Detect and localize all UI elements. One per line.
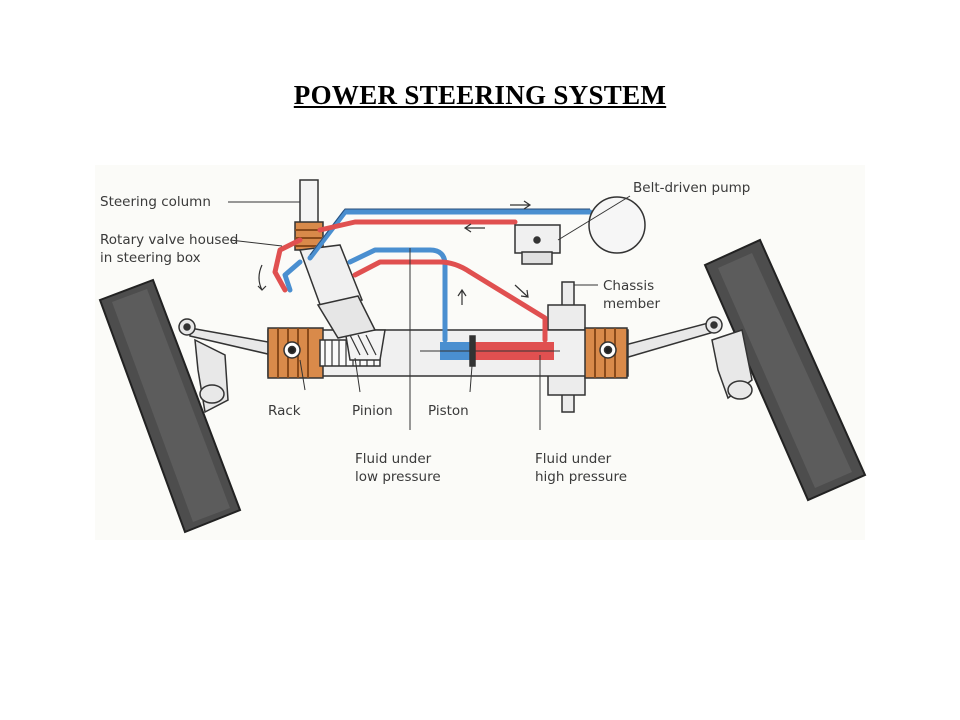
right-wheel xyxy=(703,238,867,502)
label-high-pressure-line1: Fluid under xyxy=(535,451,612,467)
label-pinion: Pinion xyxy=(352,403,393,419)
pinion xyxy=(344,329,386,361)
high-pressure-lines xyxy=(272,219,548,343)
label-chassis-line1: Chassis xyxy=(603,278,654,294)
flow-arrows xyxy=(257,200,532,305)
leader-lines xyxy=(228,195,631,430)
label-rotary-valve-line2: in steering box xyxy=(100,250,201,266)
belt-driven-pump xyxy=(514,196,646,265)
label-steering-column: Steering column xyxy=(100,194,211,210)
label-rotary-valve-line1: Rotary valve housed xyxy=(100,232,238,248)
label-rack: Rack xyxy=(268,403,301,419)
label-belt-driven-pump: Belt-driven pump xyxy=(633,180,750,196)
page-title: POWER STEERING SYSTEM xyxy=(293,80,667,110)
label-low-pressure-line1: Fluid under xyxy=(355,451,432,467)
low-pressure-outline xyxy=(309,208,590,256)
label-low-pressure-line2: low pressure xyxy=(355,469,441,485)
left-wheel xyxy=(98,278,242,534)
right-steering-arm xyxy=(624,316,753,400)
label-piston: Piston xyxy=(428,403,469,419)
label-chassis-line2: member xyxy=(603,296,660,312)
label-high-pressure-line2: high pressure xyxy=(535,469,627,485)
rack-housing xyxy=(267,327,629,379)
steering-column xyxy=(294,179,377,339)
